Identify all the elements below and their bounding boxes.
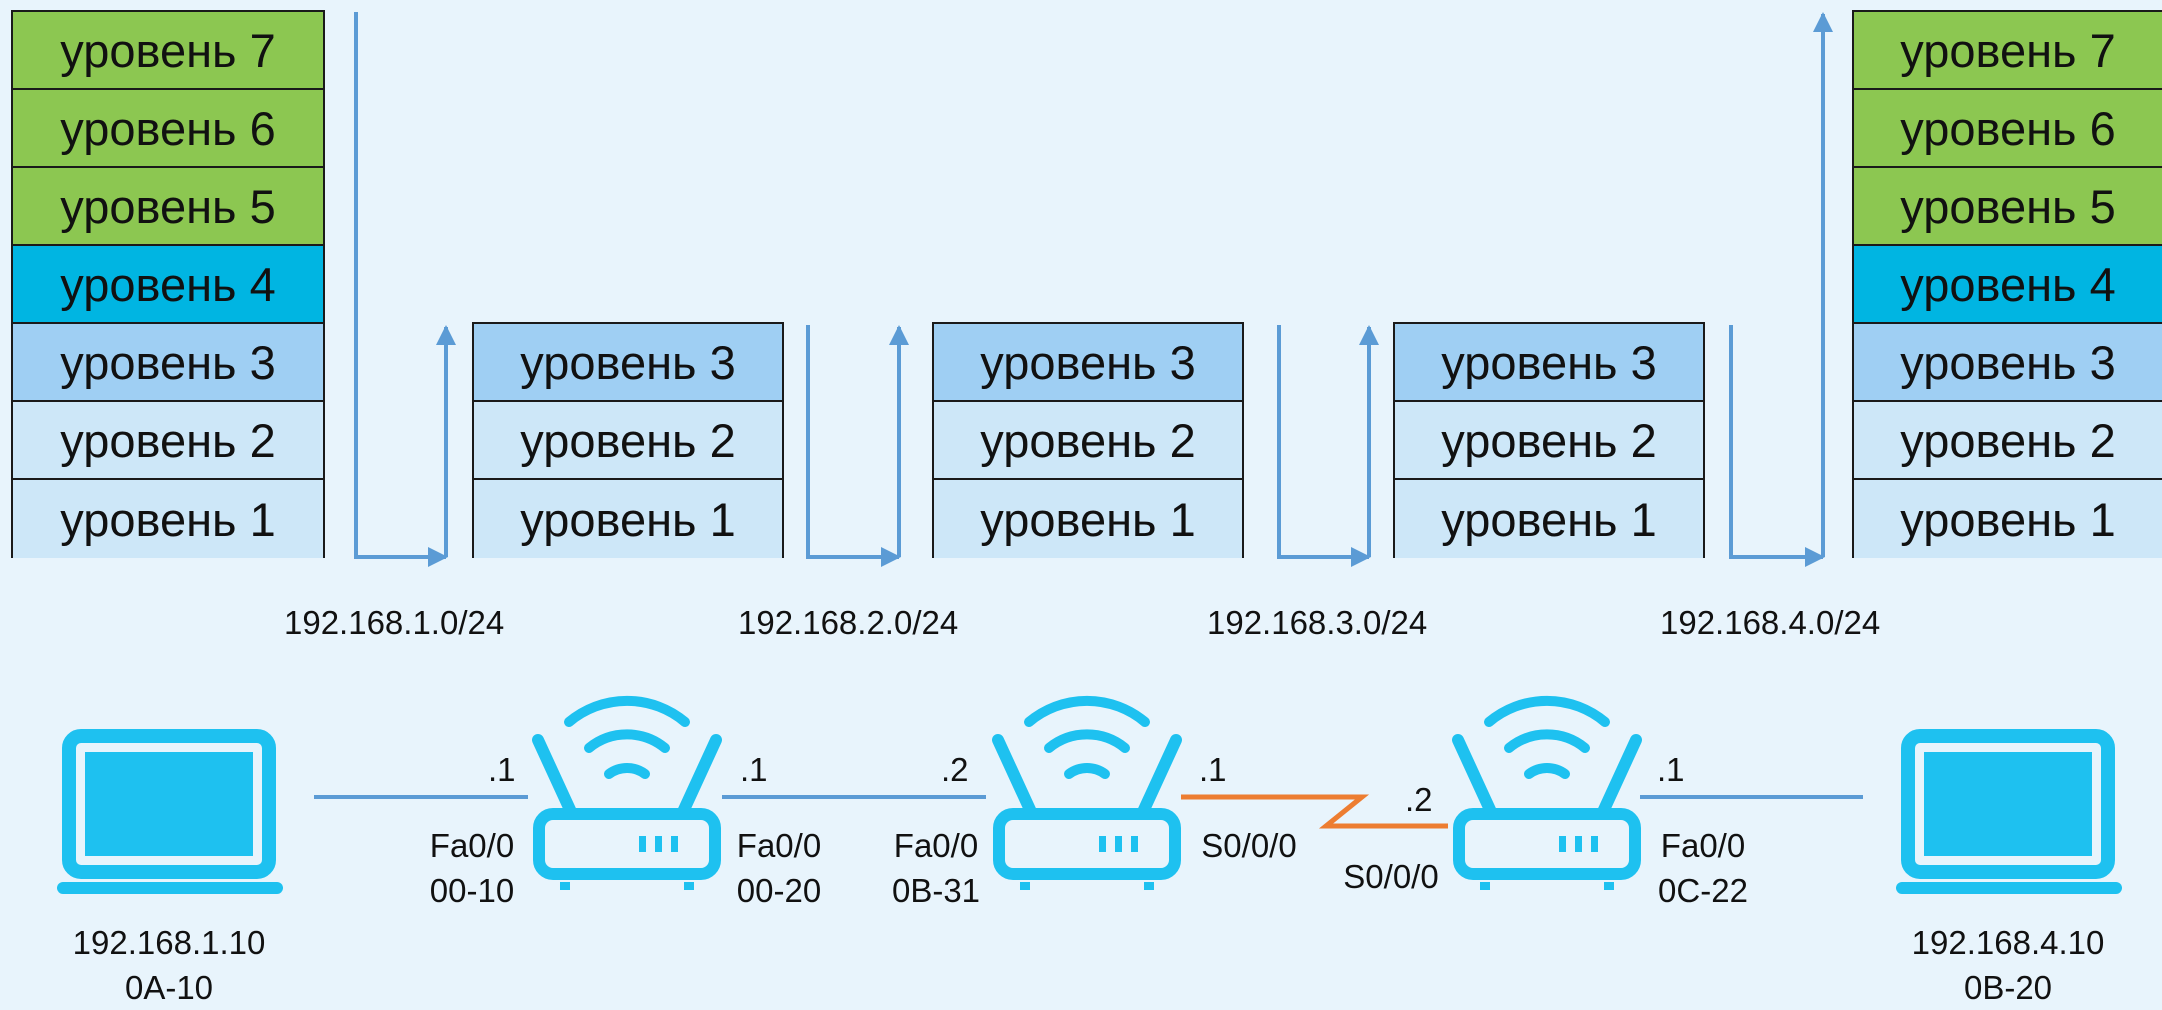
router-3-left-address: .2 xyxy=(1405,781,1433,818)
network-label-3: 192.168.3.0/24 xyxy=(1207,604,1428,641)
layer-5: уровень 5 xyxy=(13,168,323,246)
layer-1: уровень 1 xyxy=(1395,480,1703,558)
layer-2: уровень 2 xyxy=(1395,402,1703,480)
layer-2: уровень 2 xyxy=(1854,402,2162,480)
layer-1: уровень 1 xyxy=(474,480,782,558)
layer-1: уровень 1 xyxy=(1854,480,2162,558)
laptop-icon xyxy=(1896,729,2122,894)
flow-arrow-3 xyxy=(1277,325,1371,567)
router-1-right-address: .1 xyxy=(740,751,768,788)
host-right-label: 192.168.4.10 0B-20 xyxy=(1912,920,2105,1010)
layer-3: уровень 3 xyxy=(1854,324,2162,402)
interface-name: Fa0/0 xyxy=(736,827,822,864)
interface-name: S0/0/0 xyxy=(1343,858,1439,895)
router-3-right-interface: Fa0/0 0C-22 xyxy=(1658,823,1748,913)
router-1-left-address: .1 xyxy=(488,751,516,788)
router-1-left-interface: Fa0/0 00-10 xyxy=(430,823,514,913)
router-2-right-address: .1 xyxy=(1199,751,1227,788)
host-mac: 0A-10 xyxy=(124,969,214,1006)
router-icon xyxy=(1452,695,1642,890)
interface-mac: 0B-31 xyxy=(891,872,981,909)
flow-arrow-4 xyxy=(1729,325,1825,567)
osi-stack-host-right: уровень 7 уровень 6 уровень 5 уровень 4 … xyxy=(1852,10,2162,558)
layer-4: уровень 4 xyxy=(13,246,323,324)
layer-1: уровень 1 xyxy=(934,480,1242,558)
layer-4: уровень 4 xyxy=(1854,246,2162,324)
layer-3: уровень 3 xyxy=(13,324,323,402)
osi-stack-router-2: уровень 3 уровень 2 уровень 1 xyxy=(932,322,1244,558)
host-ip: 192.168.1.10 xyxy=(72,924,266,961)
router-icon xyxy=(992,695,1182,890)
osi-stack-router-1: уровень 3 уровень 2 уровень 1 xyxy=(472,322,784,558)
router-icon xyxy=(532,695,722,890)
layer-3: уровень 3 xyxy=(474,324,782,402)
host-mac: 0B-20 xyxy=(1963,969,2053,1006)
layer-6: уровень 6 xyxy=(13,90,323,168)
interface-name: Fa0/0 xyxy=(893,827,979,864)
host-ip: 192.168.4.10 xyxy=(1911,924,2105,961)
layer-2: уровень 2 xyxy=(13,402,323,480)
router-2-left-address: .2 xyxy=(941,751,969,788)
router-1-right-interface: Fa0/0 00-20 xyxy=(737,823,821,913)
flow-arrow-2 xyxy=(806,325,901,567)
network-label-4: 192.168.4.0/24 xyxy=(1660,604,1881,641)
layer-2: уровень 2 xyxy=(934,402,1242,480)
router-3-left-interface: S0/0/0 xyxy=(1343,854,1438,899)
osi-stack-router-3: уровень 3 уровень 2 уровень 1 xyxy=(1393,322,1705,558)
router-2-right-interface: S0/0/0 xyxy=(1201,823,1296,868)
flow-arrow-1 xyxy=(354,12,448,567)
interface-name: S0/0/0 xyxy=(1201,827,1297,864)
router-3-right-address: .1 xyxy=(1657,751,1685,788)
layer-2: уровень 2 xyxy=(474,402,782,480)
interface-mac: 00-20 xyxy=(736,872,822,909)
laptop-icon xyxy=(57,729,283,894)
interface-name: Fa0/0 xyxy=(429,827,515,864)
interface-mac: 0C-22 xyxy=(1658,872,1748,909)
network-label-1: 192.168.1.0/24 xyxy=(284,604,505,641)
layer-5: уровень 5 xyxy=(1854,168,2162,246)
layer-3: уровень 3 xyxy=(1395,324,1703,402)
layer-3: уровень 3 xyxy=(934,324,1242,402)
layer-1: уровень 1 xyxy=(13,480,323,558)
router-2-left-interface: Fa0/0 0B-31 xyxy=(892,823,980,913)
host-left-label: 192.168.1.10 0A-10 xyxy=(73,920,266,1010)
osi-stack-host-left: уровень 7 уровень 6 уровень 5 уровень 4 … xyxy=(11,10,325,558)
layer-7: уровень 7 xyxy=(1854,12,2162,90)
interface-name: Fa0/0 xyxy=(1660,827,1746,864)
serial-link xyxy=(1181,794,1448,829)
layer-7: уровень 7 xyxy=(13,12,323,90)
interface-mac: 00-10 xyxy=(429,872,515,909)
network-label-2: 192.168.2.0/24 xyxy=(738,604,959,641)
layer-6: уровень 6 xyxy=(1854,90,2162,168)
